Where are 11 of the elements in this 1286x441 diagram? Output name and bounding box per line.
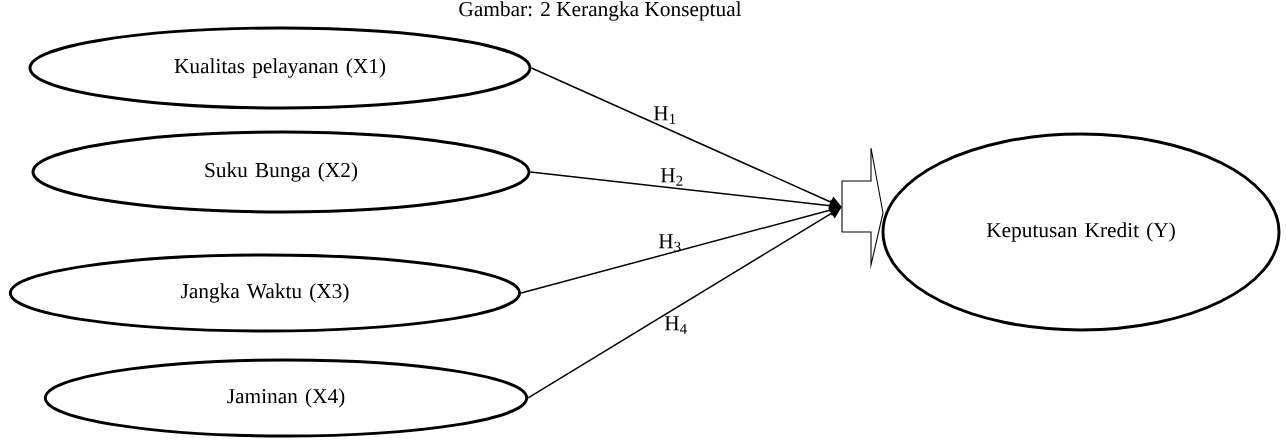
title: Gambar: 2 Kerangka Konseptual [459,1,742,21]
ellipse-node: Keputusan Kredit (Y) [881,132,1281,332]
edge-label: H$_{2}$ [660,168,683,186]
arrow [527,207,842,399]
ellipse-node: Kualitas pelayanan (X1) [28,26,532,110]
ellipse-node: Jaminan (X4) [43,358,529,438]
ellipse-node: Suku Bunga (X2) [31,130,531,214]
edge-label: H$_{4}$ [664,316,687,334]
block-arrow [841,147,884,270]
edge-label: H$_{1}$ [653,106,676,124]
ellipse-node: Jangka Waktu (X3) [8,253,522,333]
